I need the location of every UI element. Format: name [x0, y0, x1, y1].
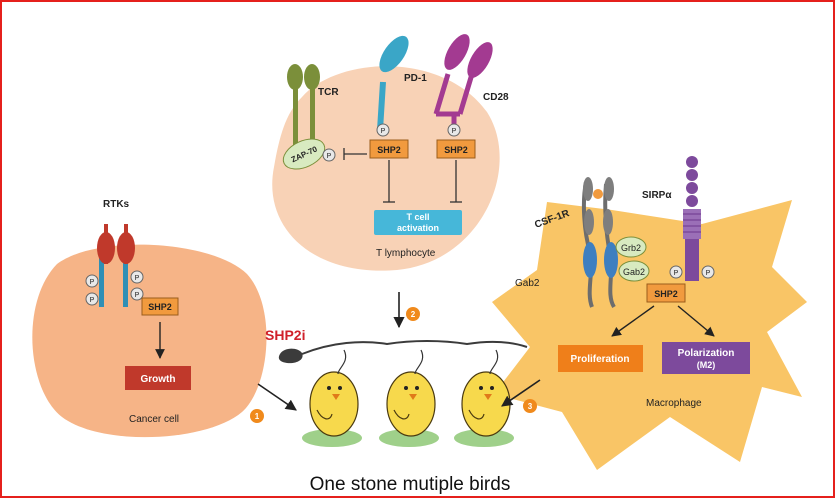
phospho-cd28: P	[447, 123, 461, 137]
gab2-inner-node: Gab2	[618, 260, 650, 282]
phospho-sirpa-2: P	[701, 265, 715, 279]
svg-text:(M2): (M2)	[697, 360, 716, 370]
svg-text:P: P	[452, 128, 457, 135]
step-badge-2: 2	[406, 307, 420, 321]
bird-icon-3	[454, 349, 514, 447]
shp2i-label: SHP2i	[265, 327, 305, 343]
macrophage-cell	[492, 200, 807, 470]
arrow-to-birds-step1	[257, 383, 297, 411]
svg-text:SHP2: SHP2	[148, 302, 172, 312]
svg-text:Grb2: Grb2	[621, 243, 641, 253]
svg-text:P: P	[90, 279, 95, 286]
growth-box: Growth	[125, 366, 191, 390]
rtks-label: RTKs	[103, 199, 130, 210]
tcr-receptor	[287, 64, 320, 152]
arrow-shp2-polarization	[677, 305, 715, 337]
pd1-label: PD-1	[404, 73, 427, 84]
phospho-sirpa-1: P	[669, 265, 683, 279]
tcr-label: TCR	[318, 87, 339, 98]
svg-text:1: 1	[255, 412, 260, 421]
svg-text:P: P	[135, 292, 140, 299]
svg-text:P: P	[706, 270, 711, 277]
bird-icon-1	[302, 349, 362, 447]
arrow-shp2-proliferation	[611, 305, 655, 337]
svg-text:Proliferation: Proliferation	[571, 354, 630, 365]
sirpa-label: SIRPα	[642, 190, 672, 201]
step-badge-1: 1	[250, 409, 264, 423]
svg-text:activation: activation	[397, 223, 439, 233]
svg-text:P: P	[381, 128, 386, 135]
sirpa-receptor	[683, 156, 701, 281]
zap70-node: ZAP-70	[282, 138, 326, 170]
bird-icon-2	[379, 349, 439, 447]
svg-text:Polarization: Polarization	[678, 348, 735, 359]
cd28-label: CD28	[483, 92, 509, 103]
rtk-receptor-right	[117, 224, 135, 307]
inhibition-cd28-tcell	[450, 160, 462, 203]
shp2-box-cancer: SHP2	[141, 297, 179, 316]
step-badge-3: 3	[523, 399, 537, 413]
inhibition-shp2-tcell	[383, 160, 395, 203]
pd1-receptor	[377, 35, 409, 131]
arrow-to-birds-step3	[501, 379, 541, 407]
t-lymphocyte-label: T lymphocyte	[376, 248, 436, 259]
stone-icon	[278, 348, 303, 364]
caption: One stone mutiple birds	[310, 474, 511, 495]
phospho-pd1: P	[376, 123, 390, 137]
phospho-rtk-3: P	[130, 270, 144, 284]
svg-text:2: 2	[411, 310, 416, 319]
shp2-box-macrophage: SHP2	[646, 283, 686, 303]
svg-text:P: P	[90, 297, 95, 304]
svg-text:SHP2: SHP2	[444, 145, 468, 155]
cancer-cell	[32, 244, 267, 438]
svg-text:Gab2: Gab2	[623, 267, 645, 277]
stone-trajectory	[301, 340, 528, 355]
svg-text:T cell: T cell	[406, 212, 429, 222]
phospho-rtk-2: P	[85, 292, 99, 306]
cancer-cell-label: Cancer cell	[129, 414, 179, 425]
shp2-box-pd1: SHP2	[369, 139, 409, 159]
grb2-node: Grb2	[615, 236, 647, 258]
svg-text:SHP2: SHP2	[377, 145, 401, 155]
svg-text:Growth: Growth	[141, 374, 176, 385]
shp2-box-cd28: SHP2	[436, 139, 476, 159]
macrophage-label: Macrophage	[646, 398, 702, 409]
svg-text:P: P	[674, 270, 679, 277]
polarization-box: Polarization (M2)	[662, 342, 750, 374]
svg-text:P: P	[327, 153, 332, 160]
phospho-rtk-1: P	[85, 274, 99, 288]
proliferation-box: Proliferation	[558, 345, 643, 372]
inhibition-shp2-zap70	[343, 148, 367, 160]
svg-text:P: P	[135, 275, 140, 282]
gab2-outer-label: Gab2	[515, 278, 540, 289]
tcell-activation-box: T cell activation	[374, 210, 462, 235]
svg-text:3: 3	[528, 402, 533, 411]
svg-text:SHP2: SHP2	[654, 289, 678, 299]
phospho-zap70: P	[322, 148, 336, 162]
csf1r-receptor	[581, 177, 618, 309]
rtk-receptor-left	[97, 224, 115, 307]
phospho-rtk-4: P	[130, 287, 144, 301]
